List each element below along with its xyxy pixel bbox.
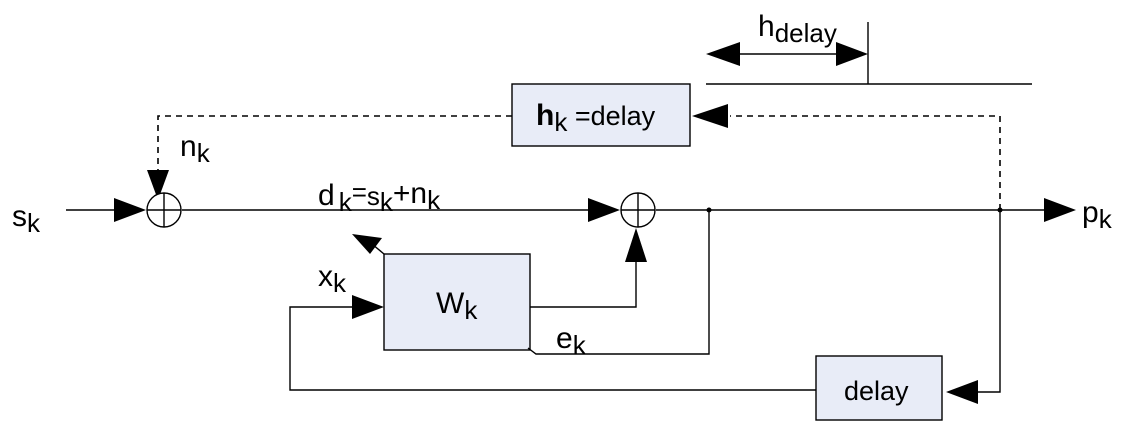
adaptation-arrowhead [352,234,382,254]
delay-feedback-line [289,306,816,391]
delay-input-arrowhead [946,380,978,404]
h-delay-dimension: hdelay [706,10,1032,85]
input-arrowhead [114,198,146,222]
h-delay-label: hdelay [758,10,837,48]
h-block [511,83,691,147]
delay-block-label: delay [844,376,909,406]
noise-arrowhead [147,170,169,200]
error-summer [620,192,656,228]
h-delay-left-arrowhead [706,42,740,66]
w-block [383,253,531,351]
w-block-label: Wk [436,287,478,325]
p-output-label: pk [1082,196,1113,234]
w-output-line [530,262,637,308]
error-feedback-line [527,210,710,355]
output-to-delay-line [976,210,1001,393]
x-input-label: xk [318,260,347,298]
h-block-input-arrowhead [692,104,728,128]
w-output-arrowhead [625,228,647,262]
dashed-path-to-summer [157,115,512,172]
s-input-label: sk [12,200,41,238]
desired-signal-arrowhead [588,198,620,222]
delay-block [815,355,943,421]
w-input-arrowhead [352,295,384,319]
dashed-path-to-h-block [730,115,1001,210]
e-error-label: ek [556,322,587,360]
n-noise-label: nk [180,130,211,168]
input-summer [146,192,182,228]
output-arrowhead [1044,198,1076,222]
h-delay-right-arrowhead [836,42,868,66]
h-block-label: hk =delay [536,99,656,137]
